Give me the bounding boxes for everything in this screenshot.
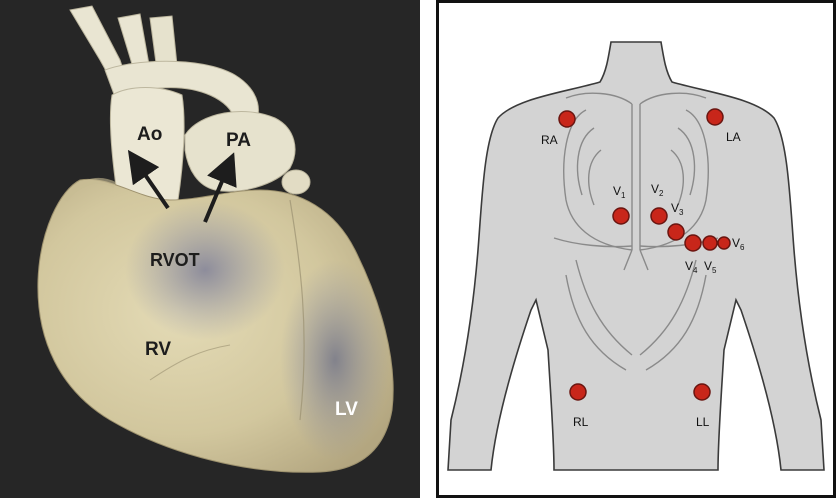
label-rl: RL [573,415,589,429]
ecg-diagram: RA LA RL LL V1 V2 V3 V4 V5 V6 [436,0,836,498]
electrode-v5 [703,236,717,250]
label-ra: RA [541,133,558,147]
electrode-v3 [668,224,684,240]
heart-photo-panel: Ao PA RVOT RV LV [0,0,420,498]
heart-body [38,179,393,472]
electrode-ra [559,111,575,127]
label-ll: LL [696,415,710,429]
heart-illustration: Ao PA RVOT RV LV [0,0,420,498]
electrode-ll [694,384,710,400]
electrode-rl [570,384,586,400]
electrode-v2 [651,208,667,224]
electrode-v1 [613,208,629,224]
label-right-ventricle: RV [145,339,171,360]
label-la: LA [726,130,741,144]
electrode-v4 [685,235,701,251]
label-aorta: Ao [137,124,162,145]
label-rvot: RVOT [150,250,200,270]
electrode-la [707,109,723,125]
label-pulmonary-artery: PA [226,130,251,151]
ecg-placement-panel: RA LA RL LL V1 V2 V3 V4 V5 V6 [436,0,836,498]
great-vessels [70,6,310,200]
electrode-v6 [718,237,730,249]
label-left-ventricle: LV [335,399,358,420]
